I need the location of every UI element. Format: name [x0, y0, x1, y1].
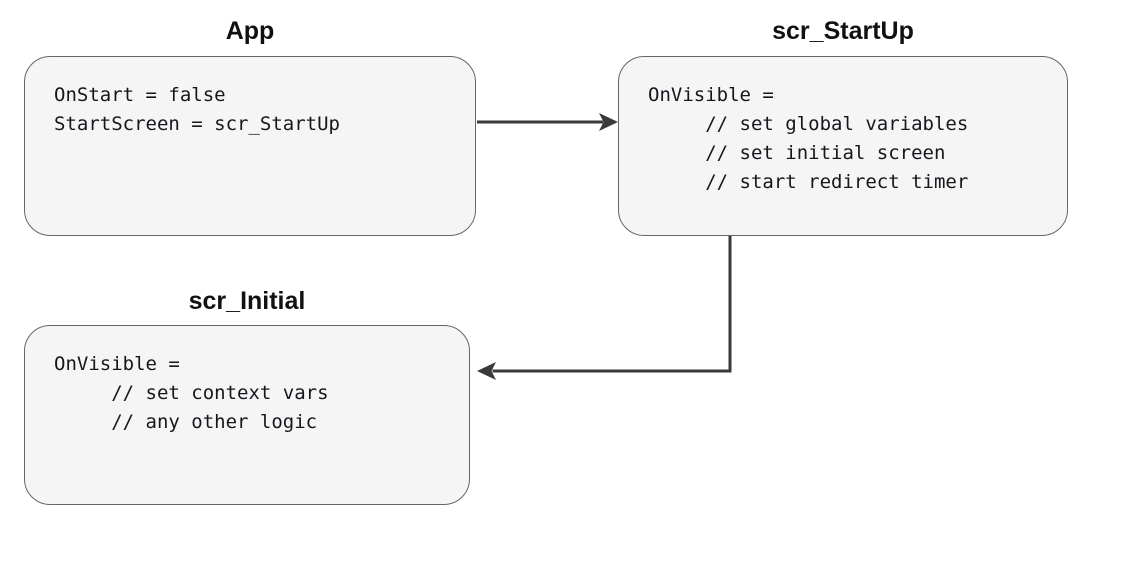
node-app-code: OnStart = false StartScreen = scr_StartU…: [54, 84, 340, 135]
node-title-scr-startup: scr_StartUp: [772, 17, 914, 45]
node-title-scr-initial: scr_Initial: [188, 287, 306, 315]
edge-scr-startup-to-scr-initial: [477, 236, 732, 380]
node-scr-initial-code: OnVisible = // set context vars // any o…: [54, 353, 329, 433]
arrowhead-right-icon: [599, 113, 618, 131]
node-app: OnStart = false StartScreen = scr_StartU…: [24, 56, 476, 236]
edge-line-scr-startup-to-scr-initial: [492, 236, 732, 373]
arrowhead-left-icon: [477, 362, 496, 380]
node-scr-startup-code: OnVisible = // set global variables // s…: [648, 84, 969, 193]
node-scr-startup: OnVisible = // set global variables // s…: [618, 56, 1068, 236]
node-scr-initial: OnVisible = // set context vars // any o…: [24, 325, 470, 505]
edge-app-to-scr-startup: [477, 113, 618, 131]
node-title-app: App: [225, 17, 275, 45]
